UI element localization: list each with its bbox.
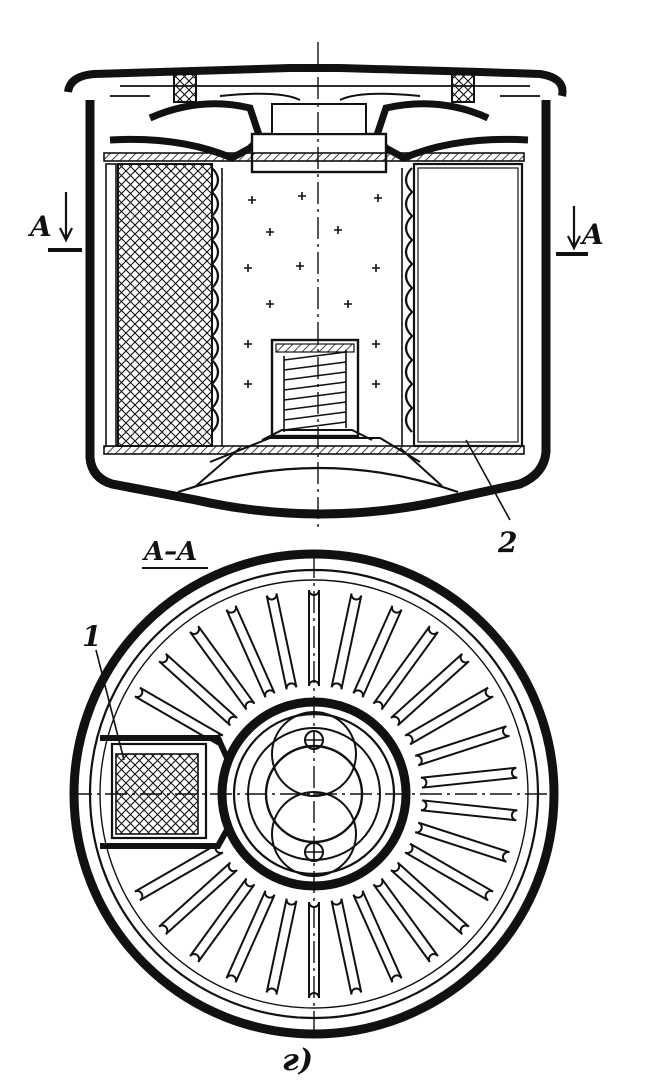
- radial-rib: [390, 861, 470, 935]
- section-arrow-left: [59, 192, 73, 243]
- corrugated-right: [404, 167, 414, 433]
- valve-plate: [109, 100, 265, 162]
- axis-lines: [70, 42, 556, 1034]
- radial-rib: [372, 625, 439, 711]
- filter-pack-right: [412, 162, 524, 448]
- radial-rib: [420, 766, 518, 789]
- section-arrow-right: [567, 206, 581, 251]
- radial-ribs: [134, 589, 518, 999]
- gasket-left: [173, 71, 197, 103]
- radial-rib: [404, 686, 494, 746]
- radial-rib: [158, 861, 238, 935]
- leader-1: [95, 649, 125, 761]
- radial-rib: [390, 653, 470, 727]
- section-view: [48, 64, 588, 569]
- leader-2: [465, 439, 511, 521]
- radial-rib: [189, 877, 256, 963]
- element-top-plate: [103, 152, 525, 162]
- section-marker-right: A: [579, 218, 604, 251]
- callout-2: 2: [497, 526, 517, 559]
- element-bottom-plate: [103, 445, 525, 455]
- corrugated-left: [210, 167, 220, 433]
- radial-rib: [330, 898, 363, 995]
- valve-spring: [283, 350, 347, 432]
- radial-rib: [265, 593, 298, 690]
- radial-rib: [420, 799, 518, 822]
- vertical-axis: [313, 42, 319, 1034]
- radial-rib: [330, 593, 363, 690]
- radial-rib: [158, 653, 238, 727]
- filter-pack-left: [117, 163, 213, 447]
- radial-rib: [265, 898, 298, 995]
- gasket-right: [451, 71, 475, 103]
- section-title: A–A: [141, 537, 197, 567]
- perforation-marks: [244, 192, 382, 388]
- section-marker-left: A: [27, 210, 52, 243]
- callout-1: 1: [82, 620, 101, 653]
- radial-rib: [404, 842, 494, 902]
- figure-label: г): [282, 1043, 313, 1078]
- radial-rib: [414, 725, 510, 767]
- bottom-dome: [177, 466, 459, 494]
